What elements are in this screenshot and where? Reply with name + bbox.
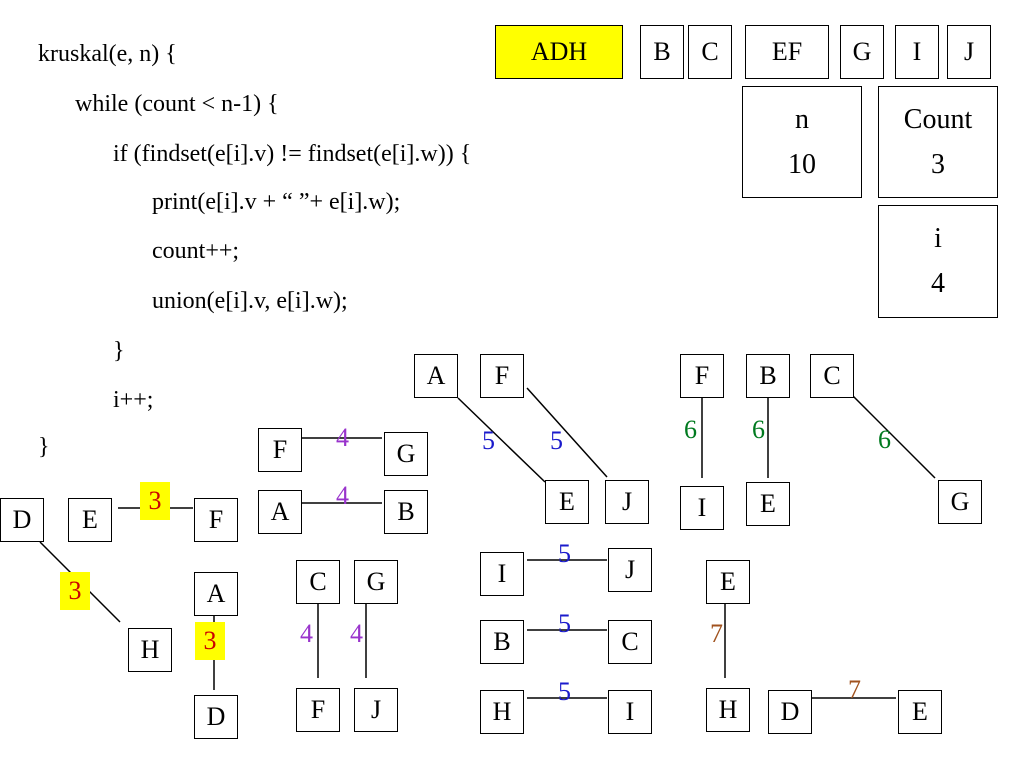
node-j-2: J	[605, 480, 649, 524]
weight-a-d: 3	[195, 622, 225, 660]
code-line-7: }	[113, 338, 125, 364]
code-line-9: }	[38, 434, 50, 460]
node-a-2: A	[258, 490, 302, 534]
var-n-label: n	[795, 103, 809, 135]
weight-f-i: 6	[684, 415, 697, 444]
weight-i-j: 5	[558, 539, 571, 568]
weight-d-e: 7	[848, 675, 861, 704]
node-c-2: C	[608, 620, 652, 664]
node-f-3: F	[296, 688, 340, 732]
node-c-1: C	[296, 560, 340, 604]
code-line-4: print(e[i].v + “ ”+ e[i].w);	[152, 189, 401, 215]
node-g-1: G	[384, 432, 428, 476]
node-j-3: J	[608, 548, 652, 592]
node-b-2: B	[480, 620, 524, 664]
node-d-2: D	[194, 695, 238, 739]
node-e-5: E	[898, 690, 942, 734]
weight-c-g: 6	[878, 425, 891, 454]
weight-e-h: 7	[710, 619, 723, 648]
weight-b-c: 5	[558, 609, 571, 638]
weight-c-f: 4	[300, 619, 313, 648]
line-a-e	[457, 397, 546, 483]
node-g-3: G	[938, 480, 982, 524]
code-line-3: if (findset(e[i].v) != findset(e[i].w)) …	[113, 141, 472, 167]
weight-e-f: 3	[140, 482, 170, 520]
set-j: J	[947, 25, 991, 79]
weight-h-i: 5	[558, 677, 571, 706]
weight-b-e: 6	[752, 415, 765, 444]
node-b-3: B	[746, 354, 790, 398]
node-a-1: A	[194, 572, 238, 616]
var-i: i 4	[878, 205, 998, 318]
weight-f-g: 4	[336, 423, 349, 452]
set-ef: EF	[745, 25, 829, 79]
node-e-3: E	[746, 482, 790, 526]
var-count: Count 3	[878, 86, 998, 198]
node-d-1: D	[0, 498, 44, 542]
weight-f-j: 5	[550, 426, 563, 455]
node-i-3: I	[680, 486, 724, 530]
var-count-label: Count	[903, 103, 973, 135]
var-i-label: i	[934, 222, 942, 254]
weight-d-h: 3	[60, 572, 90, 610]
set-g: G	[840, 25, 884, 79]
set-i: I	[895, 25, 939, 79]
node-h-3: H	[706, 688, 750, 732]
node-h-2: H	[480, 690, 524, 734]
node-j-1: J	[354, 688, 398, 732]
line-c-g	[851, 394, 936, 479]
code-line-2: while (count < n-1) {	[75, 91, 279, 117]
code-line-6: union(e[i].v, e[i].w);	[152, 288, 348, 314]
set-b: B	[640, 25, 684, 79]
var-i-value: 4	[931, 268, 945, 300]
node-i-1: I	[480, 552, 524, 596]
node-h-1: H	[128, 628, 172, 672]
code-line-5: count++;	[152, 238, 240, 264]
node-d-3: D	[768, 690, 812, 734]
node-b-1: B	[384, 490, 428, 534]
node-e-1: E	[68, 498, 112, 542]
var-count-value: 3	[931, 148, 945, 180]
weight-a-e: 5	[482, 426, 495, 455]
node-e-4: E	[706, 560, 750, 604]
node-a-3: A	[414, 354, 458, 398]
code-line-1: kruskal(e, n) {	[38, 41, 177, 67]
code-line-8: i++;	[113, 387, 154, 413]
node-f-1: F	[194, 498, 238, 542]
node-g-2: G	[354, 560, 398, 604]
set-c: C	[688, 25, 732, 79]
var-n-value: 10	[788, 148, 816, 180]
node-c-3: C	[810, 354, 854, 398]
node-f-4: F	[480, 354, 524, 398]
set-adh: ADH	[495, 25, 623, 79]
node-f-2: F	[258, 428, 302, 472]
node-f-5: F	[680, 354, 724, 398]
node-e-2: E	[545, 480, 589, 524]
weight-g-j: 4	[350, 619, 363, 648]
line-f-j	[526, 387, 608, 478]
var-n: n 10	[742, 86, 862, 198]
node-i-2: I	[608, 690, 652, 734]
weight-a-b: 4	[336, 481, 349, 510]
